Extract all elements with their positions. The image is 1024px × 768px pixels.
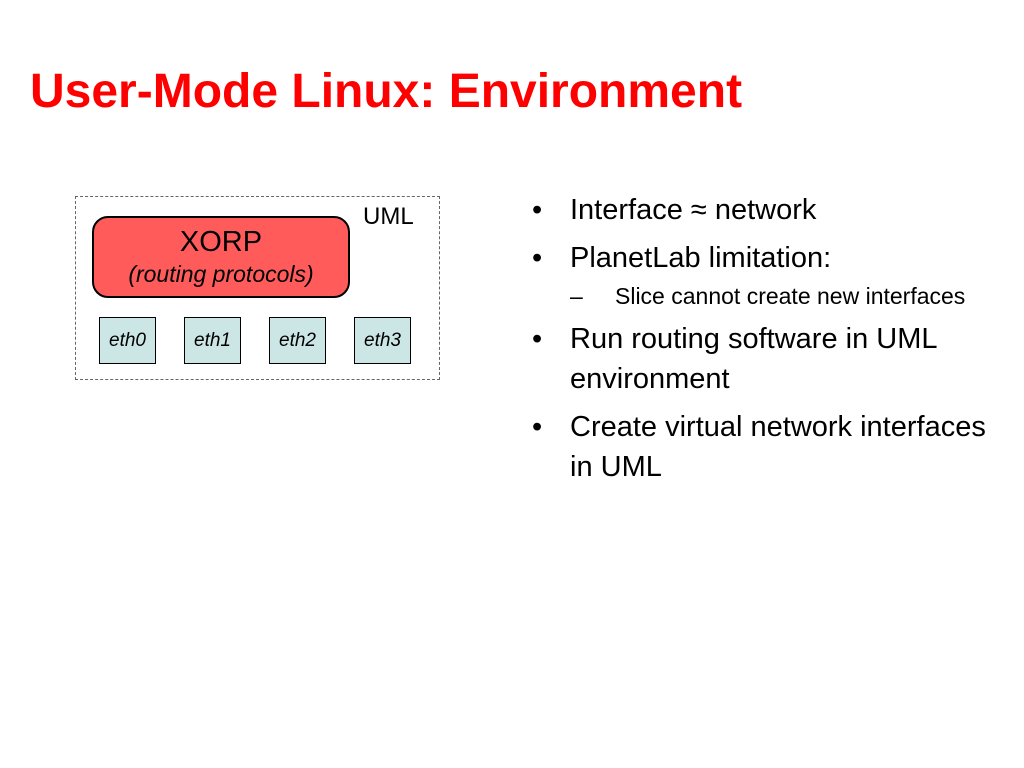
bullet-marker: • — [532, 194, 543, 226]
bullet-item: • Interface ≈ network — [530, 190, 1000, 230]
bullet-text: Run routing software in UML environment — [570, 323, 937, 395]
bullet-marker: • — [532, 242, 543, 274]
sub-bullet-list: – Slice cannot create new interfaces — [530, 280, 1000, 313]
bullet-item: • Create virtual network interfaces in U… — [530, 407, 1000, 487]
bullet-item: • PlanetLab limitation: — [530, 238, 1000, 278]
bullet-text: Interface ≈ network — [570, 194, 817, 226]
bullet-text: PlanetLab limitation: — [570, 242, 832, 274]
bullet-text: Create virtual network interfaces in UML — [570, 411, 986, 483]
bullet-item: • Run routing software in UML environmen… — [530, 319, 1000, 399]
sub-bullet-text: Slice cannot create new interfaces — [615, 283, 966, 309]
interface-eth2: eth2 — [269, 317, 326, 364]
uml-environment-frame — [75, 196, 440, 380]
xorp-subtitle: (routing protocols) — [128, 261, 314, 287]
bullet-marker: • — [532, 323, 543, 355]
interface-eth0: eth0 — [99, 317, 156, 364]
sub-bullet-marker: – — [570, 283, 583, 309]
bullet-list: • Interface ≈ network • PlanetLab limita… — [530, 190, 1000, 495]
slide-title: User-Mode Linux: Environment — [30, 65, 743, 118]
xorp-name: XORP — [179, 226, 263, 258]
interface-eth1: eth1 — [184, 317, 241, 364]
uml-label: UML — [363, 203, 414, 230]
sub-bullet-group: – Slice cannot create new interfaces — [530, 280, 1000, 313]
interface-eth3: eth3 — [354, 317, 411, 364]
xorp-process-box: XORP (routing protocols) — [92, 216, 350, 298]
bullet-marker: • — [532, 411, 543, 443]
sub-bullet-item: – Slice cannot create new interfaces — [570, 280, 1000, 313]
